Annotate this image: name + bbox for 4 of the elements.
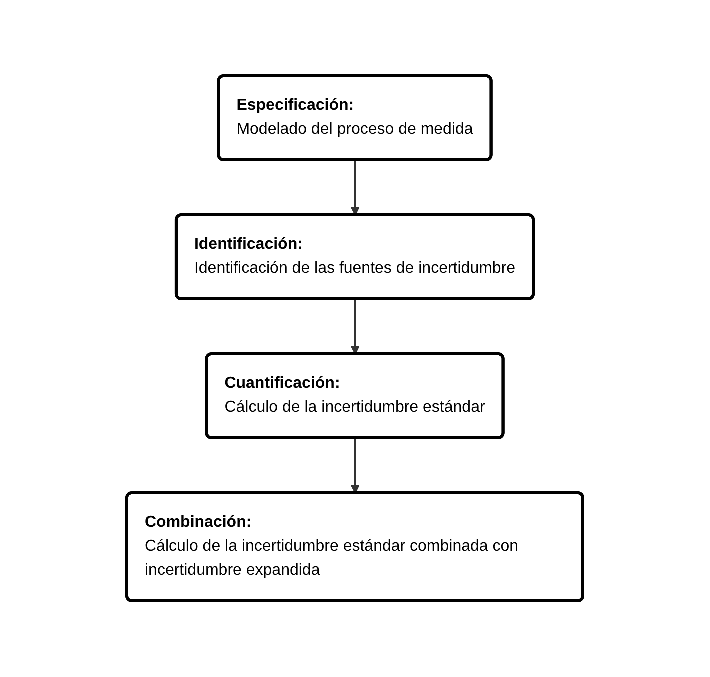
arrow — [350, 160, 360, 216]
node-text: Combinación: Cálculo de la incertidumbre estándar combinada con incertidumbre expandida — [145, 514, 519, 579]
arrow — [350, 299, 360, 355]
arrow — [350, 438, 360, 494]
